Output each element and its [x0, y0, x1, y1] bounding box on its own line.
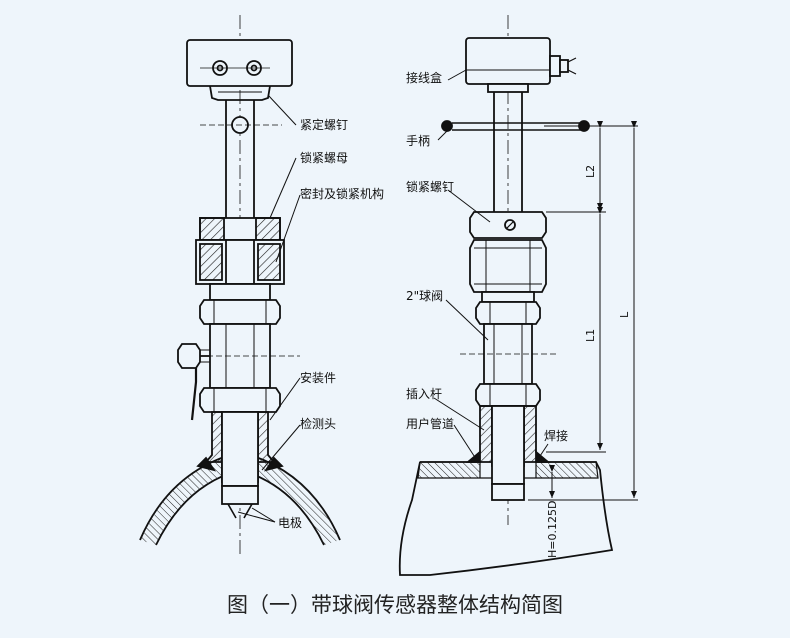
figure-caption: 图（一）带球阀传感器整体结构简图 [227, 593, 563, 617]
label-junction-box: 接线盒 [406, 70, 442, 85]
label-ball-valve: 2"球阀 [406, 289, 443, 303]
left-head-box [186, 39, 293, 87]
dim-l1: L1 [584, 329, 597, 342]
dim-l: L [618, 311, 631, 318]
right-insert-rod [491, 405, 525, 485]
label-mount: 安装件 [300, 370, 336, 385]
label-electrode: 电极 [278, 516, 302, 530]
right-upper-hex [469, 239, 547, 293]
label-lock-nut: 锁紧螺母 [300, 150, 348, 165]
handle-knob-left [441, 120, 453, 132]
label-weld: 焊接 [544, 428, 568, 443]
left-lower-hex [199, 387, 281, 413]
label-set-screw: 紧定螺钉 [300, 117, 348, 132]
left-electrode [227, 503, 253, 519]
label-user-pipe: 用户管道 [406, 416, 454, 431]
right-valve-hex [475, 301, 541, 325]
dim-l2: L2 [584, 165, 597, 178]
label-lock-screw: 锁紧螺钉 [406, 179, 454, 194]
right-junction-box [465, 37, 551, 85]
left-sensor-figure [139, 15, 341, 555]
label-seal-lock: 密封及锁紧机构 [300, 186, 384, 201]
left-probe-rod [221, 411, 259, 487]
left-upper-hex [199, 299, 281, 325]
label-insert-rod: 插入杆 [406, 387, 442, 401]
right-sensor-figure [398, 15, 638, 576]
left-probe-tip [221, 485, 259, 505]
left-side-valve [177, 343, 201, 369]
right-lower-hex [475, 383, 541, 407]
right-rod-tip [491, 483, 525, 501]
dim-h: H=0.125D [546, 501, 559, 558]
label-detector-head: 检测头 [300, 416, 336, 431]
label-handle: 手柄 [406, 134, 430, 148]
